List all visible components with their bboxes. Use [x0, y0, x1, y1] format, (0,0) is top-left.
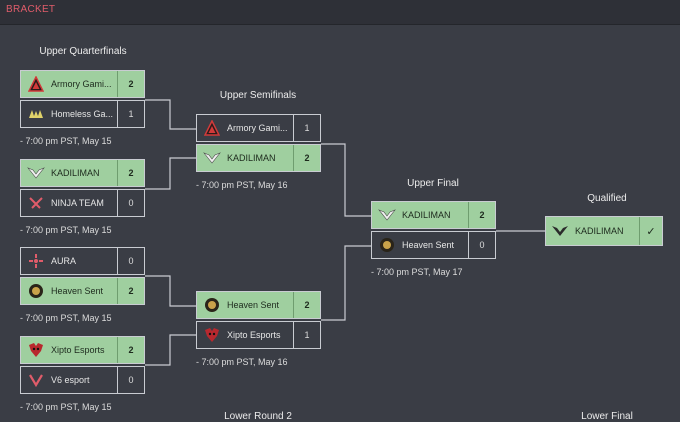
team-score: 1 — [293, 115, 320, 141]
ninja-team-logo-icon — [26, 193, 46, 213]
team-name: V6 esport — [51, 375, 90, 385]
kadiliman-wing-logo-icon — [377, 205, 397, 225]
team-row[interactable]: AURA 0 — [20, 247, 145, 275]
team-row[interactable]: Heaven Sent 2 — [20, 277, 145, 305]
round-title-qualified: Qualified — [587, 193, 627, 204]
team-name: Heaven Sent — [227, 300, 280, 310]
team-score: 0 — [117, 367, 144, 393]
team-score: 2 — [117, 278, 144, 304]
team-name: Armory Gami... — [51, 79, 112, 89]
round-title-lower-round-2: Lower Round 2 — [224, 411, 292, 422]
team-row[interactable]: NINJA TEAM 0 — [20, 189, 145, 217]
match-time: - 7:00 pm PST, May 17 — [371, 267, 463, 277]
match-time: - 7:00 pm PST, May 16 — [196, 180, 288, 190]
homeless-logo-icon — [26, 104, 46, 124]
match-us1[interactable]: Armory Gami... 1 KADILIMAN 2 — [196, 114, 321, 172]
match-time: - 7:00 pm PST, May 15 — [20, 225, 112, 235]
team-row[interactable]: Xipto Esports 1 — [196, 321, 321, 349]
match-time: - 7:00 pm PST, May 15 — [20, 402, 112, 412]
qualified-team[interactable]: KADILIMAN ✓ — [545, 216, 663, 246]
team-score: 2 — [117, 337, 144, 363]
team-name: KADILIMAN — [51, 168, 100, 178]
team-name: Xipto Esports — [51, 345, 105, 355]
match-us2[interactable]: Heaven Sent 2 Xipto Esports 1 — [196, 291, 321, 349]
round-title-lower-final: Lower Final — [581, 411, 633, 422]
armory-triangle-logo-icon — [202, 118, 222, 138]
match-uq1[interactable]: Armory Gami... 2 Homeless Ga... 1 — [20, 70, 145, 128]
checkmark-icon: ✓ — [639, 217, 662, 245]
team-name: Armory Gami... — [227, 123, 288, 133]
bracket-tab-title[interactable]: BRACKET — [6, 4, 56, 15]
team-name: AURA — [51, 256, 77, 266]
team-score: 1 — [117, 101, 144, 127]
team-row[interactable]: Heaven Sent 2 — [196, 291, 321, 319]
match-time: - 7:00 pm PST, May 15 — [20, 136, 112, 146]
team-score: 1 — [293, 322, 320, 348]
team-row[interactable]: KADILIMAN 2 — [196, 144, 321, 172]
match-time: - 7:00 pm PST, May 16 — [196, 357, 288, 367]
team-score: 0 — [468, 232, 495, 258]
team-row[interactable]: KADILIMAN 2 — [20, 159, 145, 187]
team-score: 2 — [293, 292, 320, 318]
match-uq2[interactable]: KADILIMAN 2 NINJA TEAM 0 — [20, 159, 145, 217]
team-name: Heaven Sent — [51, 286, 104, 296]
team-name: Heaven Sent — [402, 240, 455, 250]
team-score: 2 — [468, 202, 495, 228]
team-name: KADILIMAN — [575, 226, 624, 236]
team-score: 2 — [117, 71, 144, 97]
team-row[interactable]: V6 esport 0 — [20, 366, 145, 394]
team-name: NINJA TEAM — [51, 198, 104, 208]
heaven-sent-logo-icon — [377, 235, 397, 255]
match-upper-final[interactable]: KADILIMAN 2 Heaven Sent 0 — [371, 201, 496, 259]
team-name: KADILIMAN — [227, 153, 276, 163]
aura-logo-icon — [26, 251, 46, 271]
match-uq4[interactable]: Xipto Esports 2 V6 esport 0 — [20, 336, 145, 394]
armory-triangle-logo-icon — [26, 74, 46, 94]
team-score: 2 — [293, 145, 320, 171]
team-row[interactable]: Xipto Esports 2 — [20, 336, 145, 364]
bracket-header: BRACKET — [0, 0, 680, 25]
team-row[interactable]: Armory Gami... 1 — [196, 114, 321, 142]
round-title-upper-quarterfinals: Upper Quarterfinals — [39, 46, 127, 57]
team-row[interactable]: Heaven Sent 0 — [371, 231, 496, 259]
kadiliman-wing-logo-icon — [26, 163, 46, 183]
kadiliman-wing-logo-icon — [551, 224, 569, 238]
heaven-sent-logo-icon — [26, 281, 46, 301]
qualified-row[interactable]: KADILIMAN ✓ — [545, 216, 663, 246]
v6-esport-logo-icon — [26, 370, 46, 390]
xipto-esports-logo-icon — [202, 325, 222, 345]
kadiliman-wing-logo-icon — [202, 148, 222, 168]
round-title-upper-final: Upper Final — [407, 178, 459, 189]
team-name: Homeless Ga... — [51, 109, 114, 119]
match-uq3[interactable]: AURA 0 Heaven Sent 2 — [20, 247, 145, 305]
team-score: 0 — [117, 190, 144, 216]
xipto-esports-logo-icon — [26, 340, 46, 360]
team-name: KADILIMAN — [402, 210, 451, 220]
team-row[interactable]: Armory Gami... 2 — [20, 70, 145, 98]
heaven-sent-logo-icon — [202, 295, 222, 315]
round-title-upper-semifinals: Upper Semifinals — [219, 90, 297, 101]
team-name: Xipto Esports — [227, 330, 281, 340]
team-score: 0 — [117, 248, 144, 274]
team-row[interactable]: Homeless Ga... 1 — [20, 100, 145, 128]
match-time: - 7:00 pm PST, May 15 — [20, 313, 112, 323]
team-score: 2 — [117, 160, 144, 186]
team-row[interactable]: KADILIMAN 2 — [371, 201, 496, 229]
